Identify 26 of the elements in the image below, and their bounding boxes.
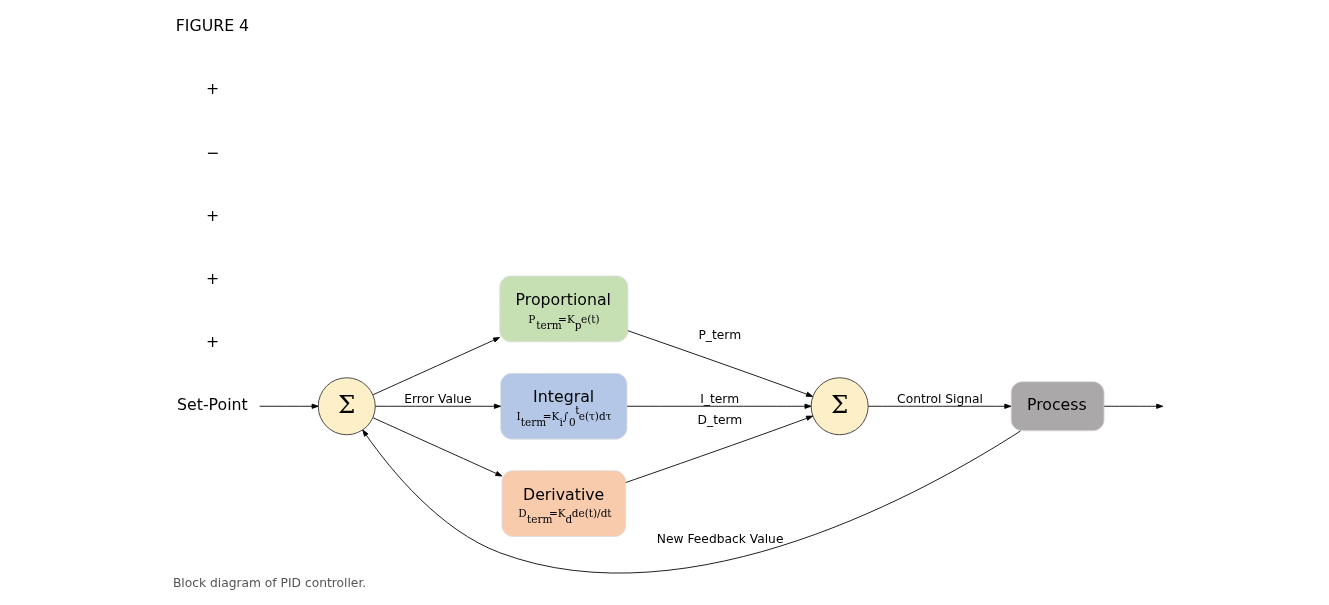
label: − (205, 142, 219, 162)
arrow (374, 403, 501, 409)
label: FIGURE 4 (175, 16, 249, 36)
arrow (361, 429, 1021, 573)
arrow (1103, 403, 1163, 409)
edge-label: I_term (699, 391, 739, 406)
arrow (867, 403, 1011, 409)
label: + (205, 331, 219, 351)
edge-label: Control Signal (896, 391, 983, 406)
label: + (205, 79, 219, 99)
edge-label: P_term (697, 327, 741, 342)
arrow (258, 403, 319, 409)
node-text: Set-Point (176, 395, 248, 415)
node-circle: Σ (810, 377, 869, 436)
arrow (626, 330, 813, 397)
caption: Block diagram of PID controller. (172, 575, 366, 590)
arrow (372, 417, 502, 477)
label: + (205, 268, 219, 288)
node-box: Process (1010, 381, 1105, 432)
edge-label: D_term (697, 412, 742, 427)
arrow (624, 415, 813, 483)
arrow (626, 403, 812, 409)
label: + (205, 205, 219, 225)
edge-label: New Feedback Value (656, 532, 783, 547)
edge-label: Error Value (403, 391, 472, 406)
arrow (372, 337, 500, 396)
